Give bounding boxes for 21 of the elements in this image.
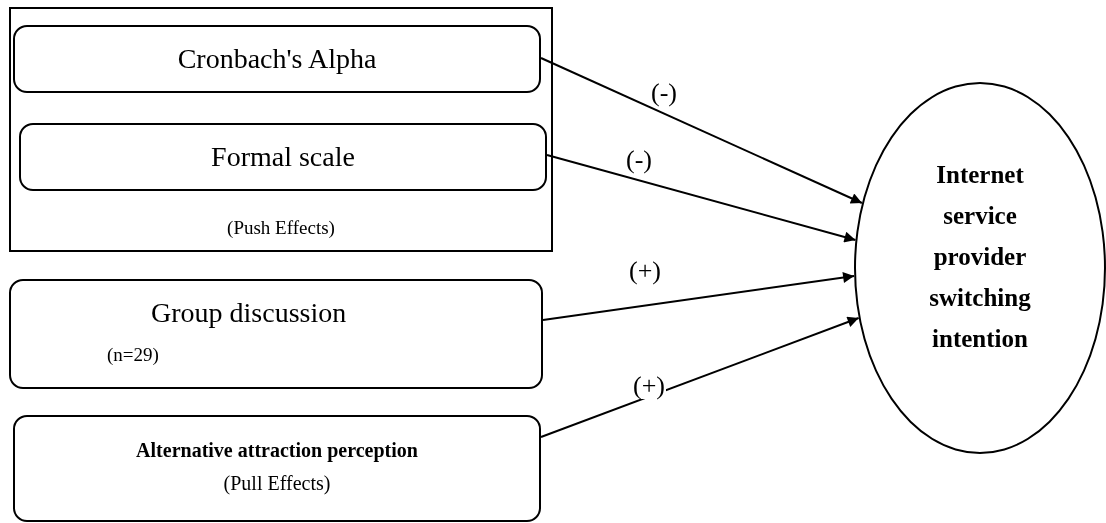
node-title: Formal scale <box>211 143 355 171</box>
edge-label: (-) <box>650 80 678 106</box>
edge-label: (-) <box>625 147 653 173</box>
node-title: Group discussion <box>151 299 347 327</box>
rounded-box <box>19 123 547 191</box>
arrow <box>546 154 857 243</box>
group-caption: (Push Effects) <box>227 216 335 238</box>
group-box <box>9 7 553 252</box>
edge-label: (+) <box>632 373 666 399</box>
arrow <box>542 272 856 321</box>
node-subtitle: (Pull Effects) <box>223 470 331 497</box>
rounded-box <box>13 25 541 93</box>
sample-size-note: (n=29) <box>107 345 159 364</box>
node-title: Cronbach's Alpha <box>177 45 377 73</box>
arrow <box>540 316 860 438</box>
rounded-box <box>13 415 541 522</box>
node-title: Internet service provider switching intention <box>928 160 1032 354</box>
arrow <box>540 57 863 204</box>
rounded-box <box>9 279 543 389</box>
edge-label: (+) <box>628 258 662 284</box>
node-title: Alternative attraction perception <box>136 437 418 464</box>
